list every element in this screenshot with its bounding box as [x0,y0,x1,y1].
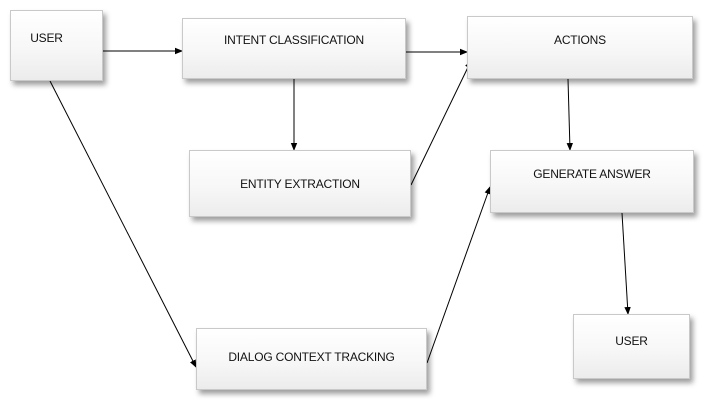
entity-extraction-label: ENTITY EXTRACTION [240,176,360,191]
generate-answer-node: GENERATE ANSWER [490,150,694,213]
user-end-label: USER [615,333,648,348]
arrow-user-to-dialog [49,80,197,368]
arrow-actions-to-generate [566,78,574,151]
dialog-context-tracking-node: DIALOG CONTEXT TRACKING [196,328,427,390]
user-start-label: USER [30,30,63,45]
actions-label: ACTIONS [554,32,606,47]
intent-classification-node: INTENT CLASSIFICATION [182,18,406,79]
actions-node: ACTIONS [467,16,693,79]
arrow-dialog-to-generate [426,186,491,364]
user-end-node: USER [573,314,690,379]
user-start-node: USER [10,10,103,81]
entity-extraction-node: ENTITY EXTRACTION [189,150,411,217]
generate-answer-label: GENERATE ANSWER [533,166,651,181]
intent-classification-label: INTENT CLASSIFICATION [223,32,365,47]
dialog-context-tracking-label: DIALOG CONTEXT TRACKING [228,350,395,364]
arrow-entity-to-actions [410,60,472,186]
arrow-generate-to-user [621,212,631,315]
